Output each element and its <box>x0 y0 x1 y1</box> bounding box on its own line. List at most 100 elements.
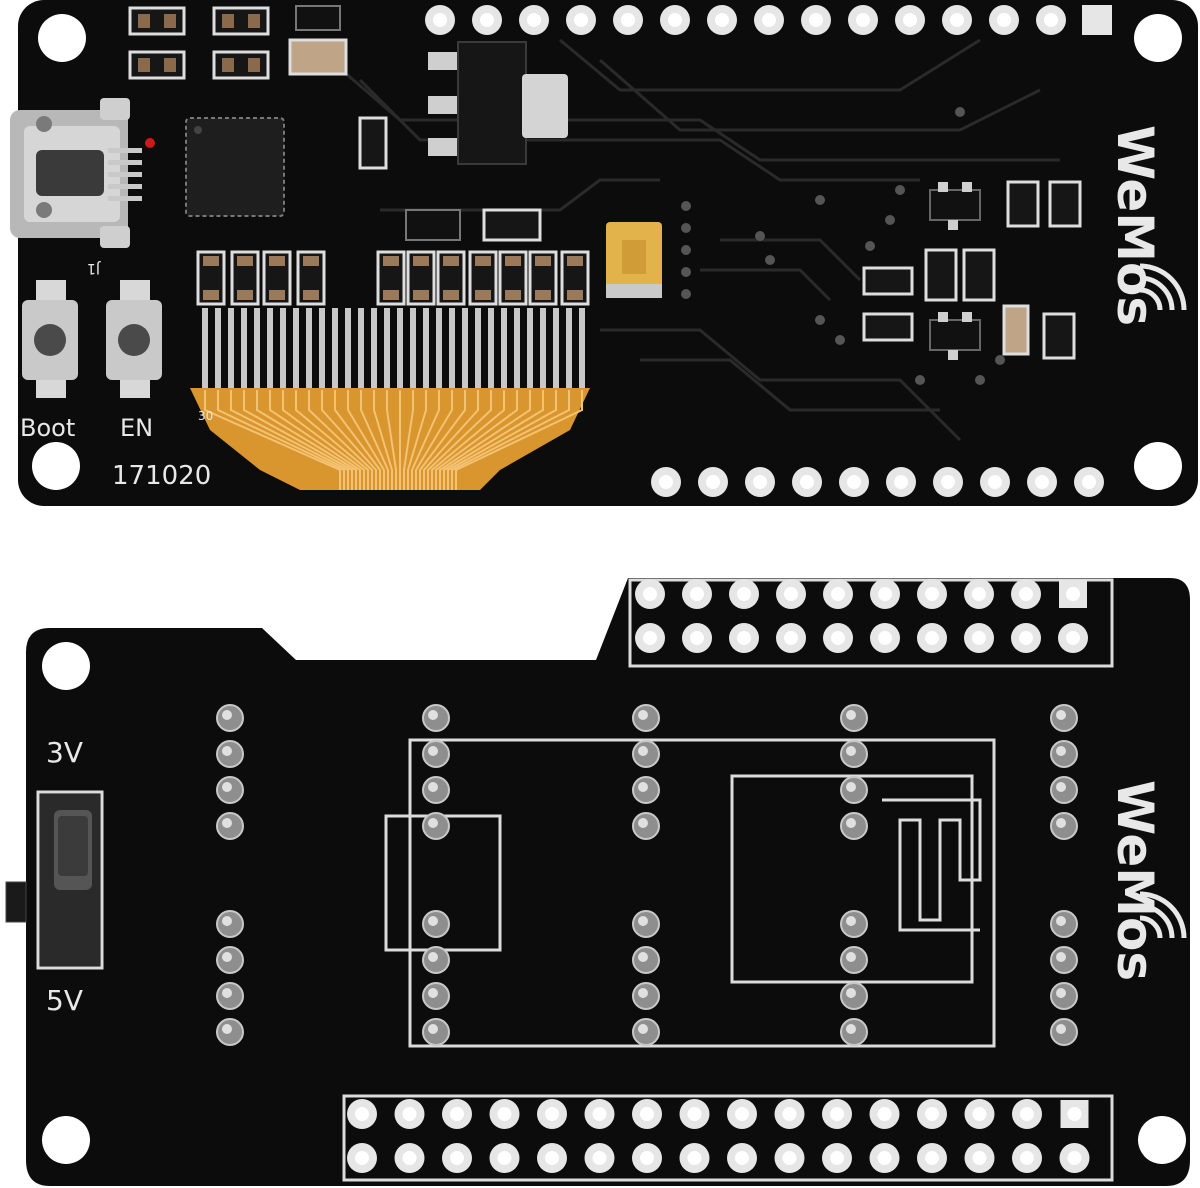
smd-pad <box>413 256 429 266</box>
header-hole <box>497 1107 512 1121</box>
fpc-pin <box>527 308 533 388</box>
header-hole <box>1019 587 1033 601</box>
solder-highlight <box>638 710 648 720</box>
smd-pad <box>222 58 234 72</box>
header-hole <box>809 13 823 27</box>
header-hole <box>782 1151 797 1165</box>
fpc-trace <box>360 390 389 490</box>
solder-highlight <box>1056 746 1066 756</box>
header-hole <box>643 587 657 601</box>
tantalum-capacitor <box>606 222 662 298</box>
mount-hole-tl <box>38 14 86 62</box>
solder-highlight <box>638 1024 648 1034</box>
header-hole <box>784 587 798 601</box>
smd-resistor <box>358 116 388 170</box>
wifi-icon-bottom <box>1139 891 1187 939</box>
smd-pad <box>248 58 260 72</box>
fpc-trace <box>204 390 341 490</box>
fpc-trace <box>411 390 440 490</box>
header-hole <box>878 631 892 645</box>
voltage-regulator <box>428 41 568 165</box>
mount-hole-bottom-bl <box>42 1116 90 1164</box>
fpc-pin <box>371 308 377 388</box>
smd-pad <box>443 290 459 300</box>
fpc-trace <box>435 390 518 490</box>
header-hole <box>355 1107 369 1121</box>
fpc-trace <box>295 390 369 490</box>
header-hole <box>925 1107 939 1121</box>
via <box>755 231 765 241</box>
mount-hole-br <box>1134 442 1182 490</box>
en-button <box>106 280 162 398</box>
fpc-pin <box>410 308 416 388</box>
smd-components-right <box>862 180 1082 360</box>
solder-highlight <box>428 818 438 828</box>
header-hole <box>988 475 1002 489</box>
smd-capacitor <box>288 38 348 76</box>
esp-module-outline <box>408 738 996 1048</box>
smd-pad <box>413 290 429 300</box>
header-hole <box>903 13 917 27</box>
fpc-trace <box>243 390 353 490</box>
header-hole <box>782 1107 797 1121</box>
header-hole <box>1020 1107 1034 1121</box>
solder-highlight <box>222 916 232 926</box>
header-hole <box>735 1151 749 1165</box>
fpc-pin <box>319 308 325 388</box>
header-hole <box>1066 587 1080 601</box>
solder-highlight <box>1056 818 1066 828</box>
smd-diode <box>295 5 341 31</box>
header-hole <box>402 1107 417 1121</box>
smd-pad <box>303 256 319 266</box>
header-hole <box>687 1151 702 1165</box>
via <box>835 335 845 345</box>
solder-highlight <box>222 710 232 720</box>
header-hole <box>997 13 1011 27</box>
top-board-front: J1 Boot EN <box>10 0 1198 506</box>
header-hole <box>894 475 908 489</box>
solder-highlight <box>428 988 438 998</box>
solder-highlight <box>638 782 648 792</box>
header-hole <box>925 587 939 601</box>
via <box>681 267 691 277</box>
header-hole <box>1066 631 1080 645</box>
top-board-traces <box>329 38 1060 442</box>
solder-highlight <box>1056 952 1066 962</box>
mount-hole-bottom-br <box>1138 1116 1186 1164</box>
header-hole <box>1067 1107 1082 1121</box>
via <box>975 375 985 385</box>
fpc-pin <box>397 308 403 388</box>
solder-highlight <box>1056 988 1066 998</box>
solder-highlight <box>846 746 856 756</box>
via <box>865 241 875 251</box>
fpc-trace <box>373 390 393 490</box>
header-hole <box>877 1151 892 1165</box>
header-hole <box>800 475 814 489</box>
fpc-trace <box>256 390 357 490</box>
solder-highlight <box>1056 1024 1066 1034</box>
usb-uart-chip <box>185 117 285 217</box>
header-hole <box>715 13 729 27</box>
header-hole <box>706 475 720 489</box>
header-hole <box>950 13 964 27</box>
fpc-pin <box>566 308 572 388</box>
boot-label: Boot <box>20 414 75 442</box>
header-hole <box>878 587 892 601</box>
fpc-pin <box>345 308 351 388</box>
smd-pad <box>475 256 491 266</box>
oled-flex-cable <box>190 388 590 490</box>
header-hole <box>830 1107 844 1121</box>
header-hole <box>480 13 494 27</box>
fpc-pin <box>254 308 260 388</box>
header-hole <box>690 587 704 601</box>
fpc-trace <box>217 390 345 490</box>
header-hole <box>1020 1151 1034 1165</box>
via <box>895 185 905 195</box>
fpc-trace <box>451 390 570 490</box>
solder-highlight <box>638 818 648 828</box>
header-hole <box>877 1107 892 1121</box>
header-hole <box>762 13 776 27</box>
via <box>955 107 965 117</box>
fpc-pin <box>384 308 390 388</box>
